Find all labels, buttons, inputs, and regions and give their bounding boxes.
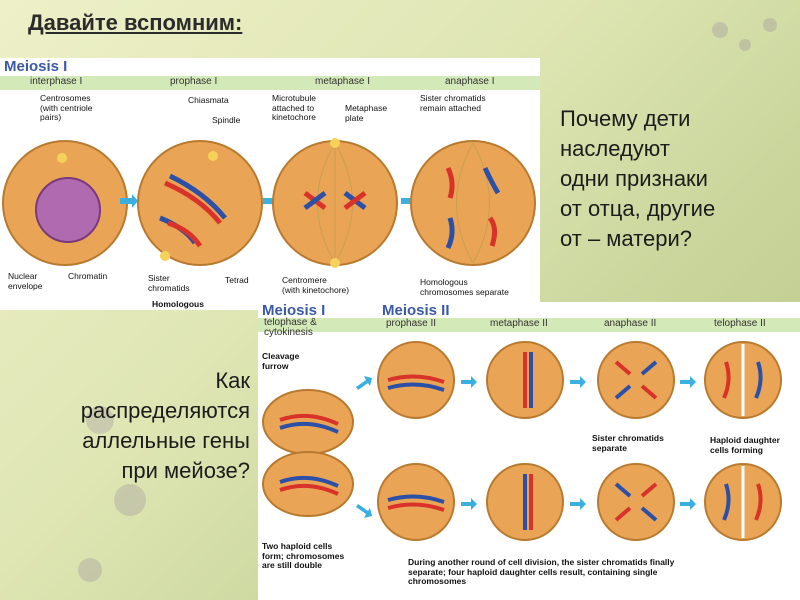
meiosis-ii-drawing xyxy=(262,341,782,541)
meiosis-i-header: Meiosis I xyxy=(4,58,68,75)
centrosome xyxy=(57,153,67,163)
label-chromatin: Chromatin xyxy=(68,271,108,281)
label-chiasmata: Chiasmata xyxy=(188,95,229,105)
meiosis-i-drawing xyxy=(2,138,536,268)
nucleus xyxy=(35,177,101,243)
label-homologous: Homologous xyxy=(152,299,204,309)
stage-anaphase-ii: anaphase II xyxy=(604,318,657,329)
meiosis-ii-figure: Meiosis I Meiosis II telophase &cytokine… xyxy=(258,302,800,600)
label-during: During another round of cell division, t… xyxy=(408,557,675,586)
label-tetrad: Tetrad xyxy=(225,275,249,285)
label-spindle: Spindle xyxy=(212,115,241,125)
meiosis-i-header-bottom: Meiosis I xyxy=(262,302,326,319)
cell-anaphase xyxy=(410,140,536,266)
question-heredity: Почему дети наследуют одни признаки от о… xyxy=(560,106,716,251)
stage-metaphase: metaphase I xyxy=(315,76,371,87)
stage-telophase: telophase &cytokinesis xyxy=(264,317,317,338)
stage-anaphase: anaphase I xyxy=(445,76,495,87)
stage-interphase: interphase I xyxy=(30,76,83,87)
slide-title: Давайте вспомним: xyxy=(28,10,243,35)
label-centromere: Centromere(with kinetochore) xyxy=(282,275,350,295)
meiosis-ii-header: Meiosis II xyxy=(382,302,450,319)
question-genes: Как распределяются аллельные гены при ме… xyxy=(80,368,250,483)
arrow-icon xyxy=(120,194,138,208)
stage-prophase: prophase I xyxy=(170,76,218,87)
stage-band xyxy=(0,76,540,90)
stage-prophase-ii: prophase II xyxy=(386,318,437,329)
meiosis-i-figure: Meiosis I interphase I prophase I metaph… xyxy=(0,58,540,310)
stage-band xyxy=(258,318,800,332)
stage-metaphase-ii: metaphase II xyxy=(490,318,548,329)
stage-telophase-ii: telophase II xyxy=(714,318,766,329)
